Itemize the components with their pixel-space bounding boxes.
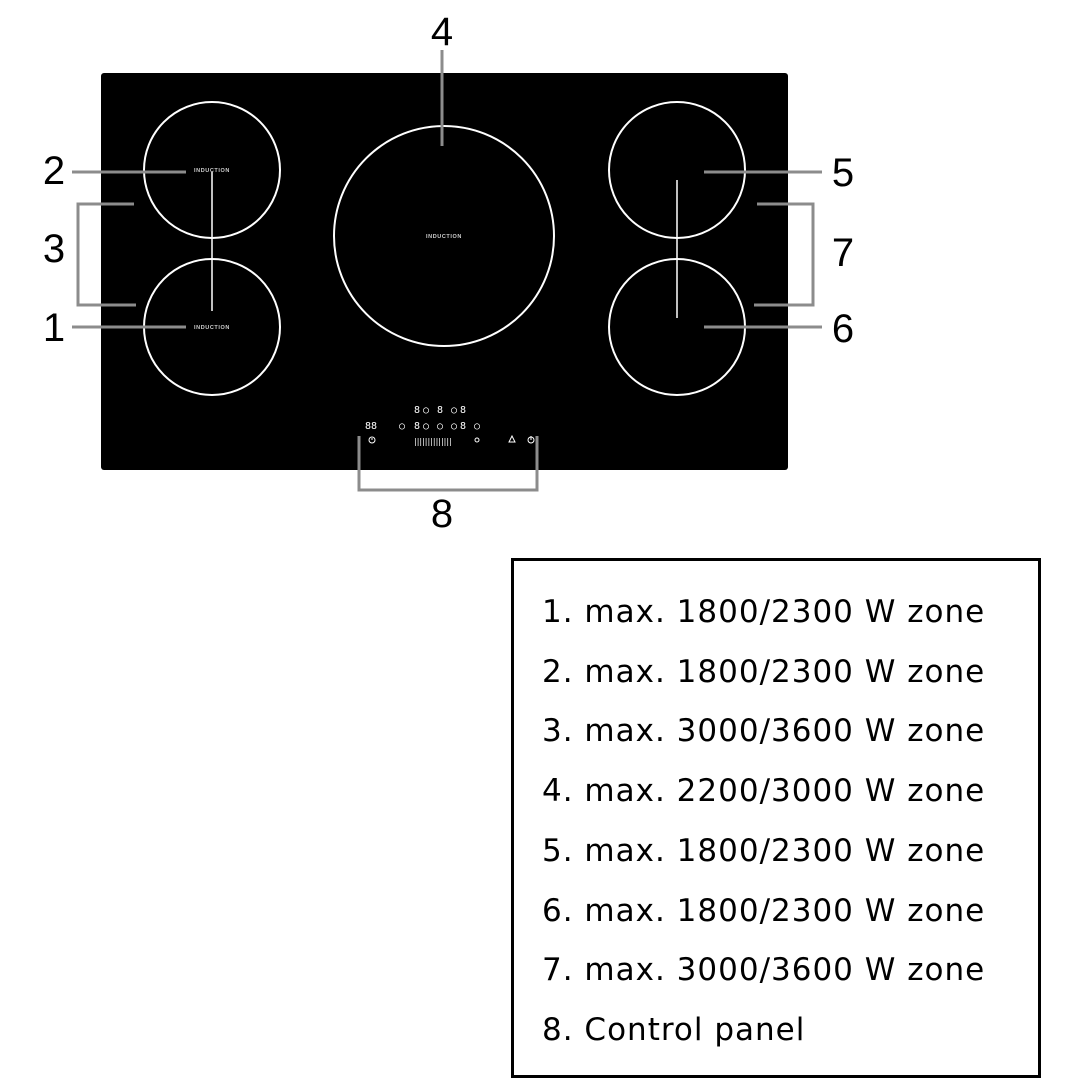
leader-bracket-7 xyxy=(754,202,815,307)
control-mid-6: ○ xyxy=(474,421,480,432)
legend-item-7: 7. max. 3000/3600 W zone xyxy=(542,952,986,989)
callout-2: 2 xyxy=(43,149,65,193)
control-top-4: ○ xyxy=(451,405,457,416)
power-slider: |||||||||||||| xyxy=(414,437,452,446)
control-top-3: 8 xyxy=(437,405,443,416)
control-mid-3: ○ xyxy=(437,421,443,432)
control-mid-2: ○ xyxy=(423,421,429,432)
control-top-1: 8 xyxy=(414,405,420,416)
callout-6: 6 xyxy=(832,307,854,351)
timer-icon xyxy=(368,436,376,444)
legend-list: 1. max. 1800/2300 W zone 2. max. 1800/23… xyxy=(514,561,1038,1061)
legend-item-6: 6. max. 1800/2300 W zone xyxy=(542,892,986,929)
leader-bracket-3 xyxy=(76,202,136,307)
small-dot-icon xyxy=(474,437,480,443)
callout-5: 5 xyxy=(832,151,854,195)
callout-7: 7 xyxy=(832,231,854,275)
power-icon xyxy=(527,436,535,444)
zone-1-induction-label: INDUCTION xyxy=(194,325,230,331)
legend-item-5: 5. max. 1800/2300 W zone xyxy=(542,832,986,869)
legend-item-4: 4. max. 2200/3000 W zone xyxy=(542,773,986,810)
control-mid-4: ○ xyxy=(451,421,457,432)
legend-item-3: 3. max. 3000/3600 W zone xyxy=(542,713,986,750)
zone-4-induction-label: INDUCTION xyxy=(426,234,462,240)
control-display: 88 xyxy=(365,421,377,432)
callout-3: 3 xyxy=(43,227,65,271)
control-mid-5: 8 xyxy=(460,421,466,432)
control-mid-0: ○ xyxy=(399,421,405,432)
control-top-5: 8 xyxy=(460,405,466,416)
callout-4: 4 xyxy=(431,10,453,54)
lock-icon xyxy=(508,434,516,443)
legend-item-2: 2. max. 1800/2300 W zone xyxy=(542,653,986,690)
leader-bracket-8 xyxy=(357,436,539,492)
control-top-2: ○ xyxy=(423,405,429,416)
control-panel: 88 8 ○ 8 ○ 8 ○ 8 ○ ○ ○ 8 ○ |||||||||||||… xyxy=(365,405,535,446)
callout-8: 8 xyxy=(431,492,453,536)
zone-4-ring xyxy=(333,125,555,347)
legend-box: 1. max. 1800/2300 W zone 2. max. 1800/23… xyxy=(511,558,1041,1078)
legend-item-8: 8. Control panel xyxy=(542,1011,806,1048)
cooktop-glass xyxy=(101,73,788,470)
zone-2-induction-label: INDUCTION xyxy=(194,168,230,174)
callout-1: 1 xyxy=(43,306,65,350)
control-mid-1: 8 xyxy=(414,421,420,432)
legend-item-1: 1. max. 1800/2300 W zone xyxy=(542,594,986,630)
